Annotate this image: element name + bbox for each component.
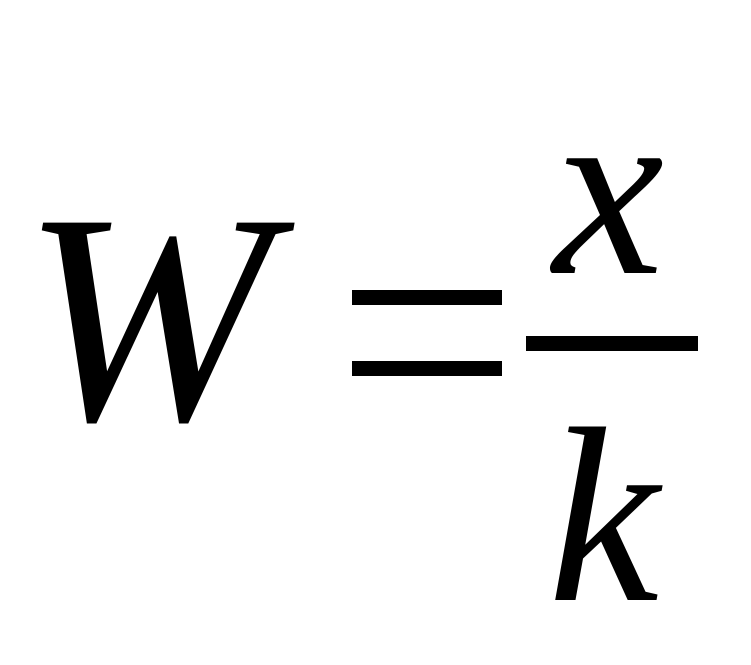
- fraction-bar: [526, 336, 698, 351]
- equals-top-bar: [352, 290, 502, 305]
- equals-sign: [352, 290, 502, 376]
- fraction-denominator: k: [548, 378, 659, 655]
- lhs-variable: W: [22, 152, 272, 484]
- equals-bottom-bar: [352, 361, 502, 376]
- fraction-numerator: x: [553, 51, 664, 328]
